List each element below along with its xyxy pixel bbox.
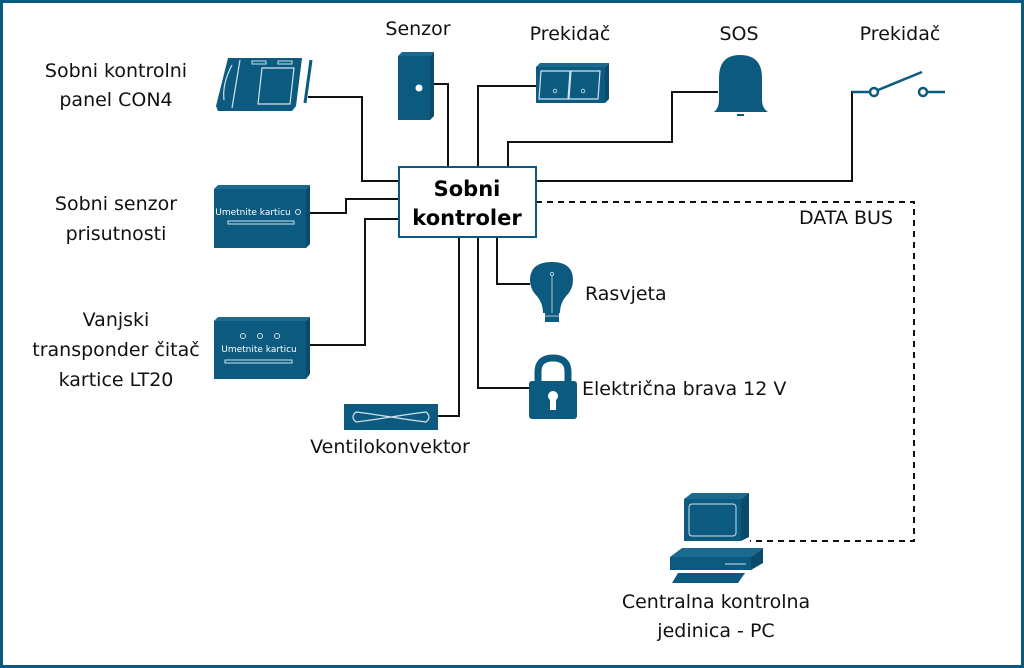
lighting-label: Rasvjeta — [585, 283, 667, 305]
data-bus-line — [536, 201, 915, 542]
wire-transponder — [308, 218, 400, 346]
switch-device[interactable]: Prekidač — [852, 23, 945, 98]
wires — [308, 83, 915, 542]
switch-symbol-icon — [852, 70, 945, 98]
central-pc-device[interactable]: Centralna kontrolna jedinica - PC — [622, 493, 810, 642]
sensor-icon — [398, 52, 434, 120]
wire-switch-panel — [477, 85, 536, 168]
fan-coil-icon — [344, 404, 438, 430]
transponder-screen-text: Umetnite karticu — [221, 345, 297, 355]
wire-lighting — [496, 236, 530, 285]
fan-coil-label: Ventilokonvektor — [310, 436, 470, 458]
controller-label-line2: kontroler — [412, 206, 522, 230]
presence-sensor-device[interactable]: Sobni senzor prisutnosti Umetnite kartic… — [55, 185, 310, 248]
wire-control-panel — [308, 96, 400, 182]
lighting-device[interactable]: Rasvjeta — [530, 262, 667, 322]
room-controller[interactable]: Sobni kontroler — [398, 166, 537, 238]
data-bus-label: DATA BUS — [799, 207, 893, 229]
wire-presence-sensor — [308, 198, 400, 214]
wire-lock — [477, 236, 530, 389]
transponder-label-line2: transponder čitač — [32, 339, 199, 361]
presence-sensor-label-line2: prisutnosti — [66, 223, 167, 245]
transponder-label-line1: Vanjski — [83, 309, 150, 331]
electric-lock-label: Električna brava 12 V — [582, 378, 786, 400]
card-reader-icon — [214, 185, 310, 248]
light-switch-icon — [536, 63, 609, 103]
controller-box[interactable] — [398, 166, 537, 238]
control-panel-label-line1: Sobni kontrolni — [45, 60, 187, 82]
padlock-icon — [529, 354, 577, 419]
tablet-icon — [216, 58, 313, 111]
switch-label: Prekidač — [860, 23, 941, 45]
wire-fan-coil — [430, 236, 460, 417]
sensor-label: Senzor — [385, 18, 450, 40]
sensor-device[interactable]: Senzor — [385, 18, 451, 120]
sos-device[interactable]: SOS — [714, 23, 768, 116]
control-panel-device[interactable]: Sobni kontrolni panel CON4 — [45, 58, 313, 111]
presence-sensor-label-line1: Sobni senzor — [55, 193, 177, 215]
light-bulb-icon — [530, 262, 573, 322]
bell-icon — [714, 55, 768, 116]
wire-switch — [536, 91, 868, 182]
switch-panel-label: Prekidač — [530, 23, 611, 45]
computer-icon — [670, 493, 763, 583]
electric-lock-device[interactable]: Električna brava 12 V — [529, 354, 786, 419]
control-panel-label-line2: panel CON4 — [59, 89, 172, 111]
central-pc-label-line1: Centralna kontrolna — [622, 591, 810, 613]
wire-sos — [507, 91, 718, 168]
controller-label-line1: Sobni — [434, 177, 501, 201]
presence-sensor-screen-text: Umetnite karticu — [215, 208, 291, 218]
switch-panel-device[interactable]: Prekidač — [530, 23, 611, 103]
sos-label: SOS — [719, 23, 758, 45]
wire-sensor — [434, 83, 449, 168]
transponder-label-line3: kartice LT20 — [59, 369, 174, 391]
central-pc-label-line2: jedinica - PC — [656, 620, 774, 642]
fan-coil-device[interactable]: Ventilokonvektor — [310, 404, 470, 458]
card-reader-leds-icon — [214, 317, 310, 379]
transponder-reader-device[interactable]: Vanjski transponder čitač kartice LT20 U… — [32, 309, 310, 391]
